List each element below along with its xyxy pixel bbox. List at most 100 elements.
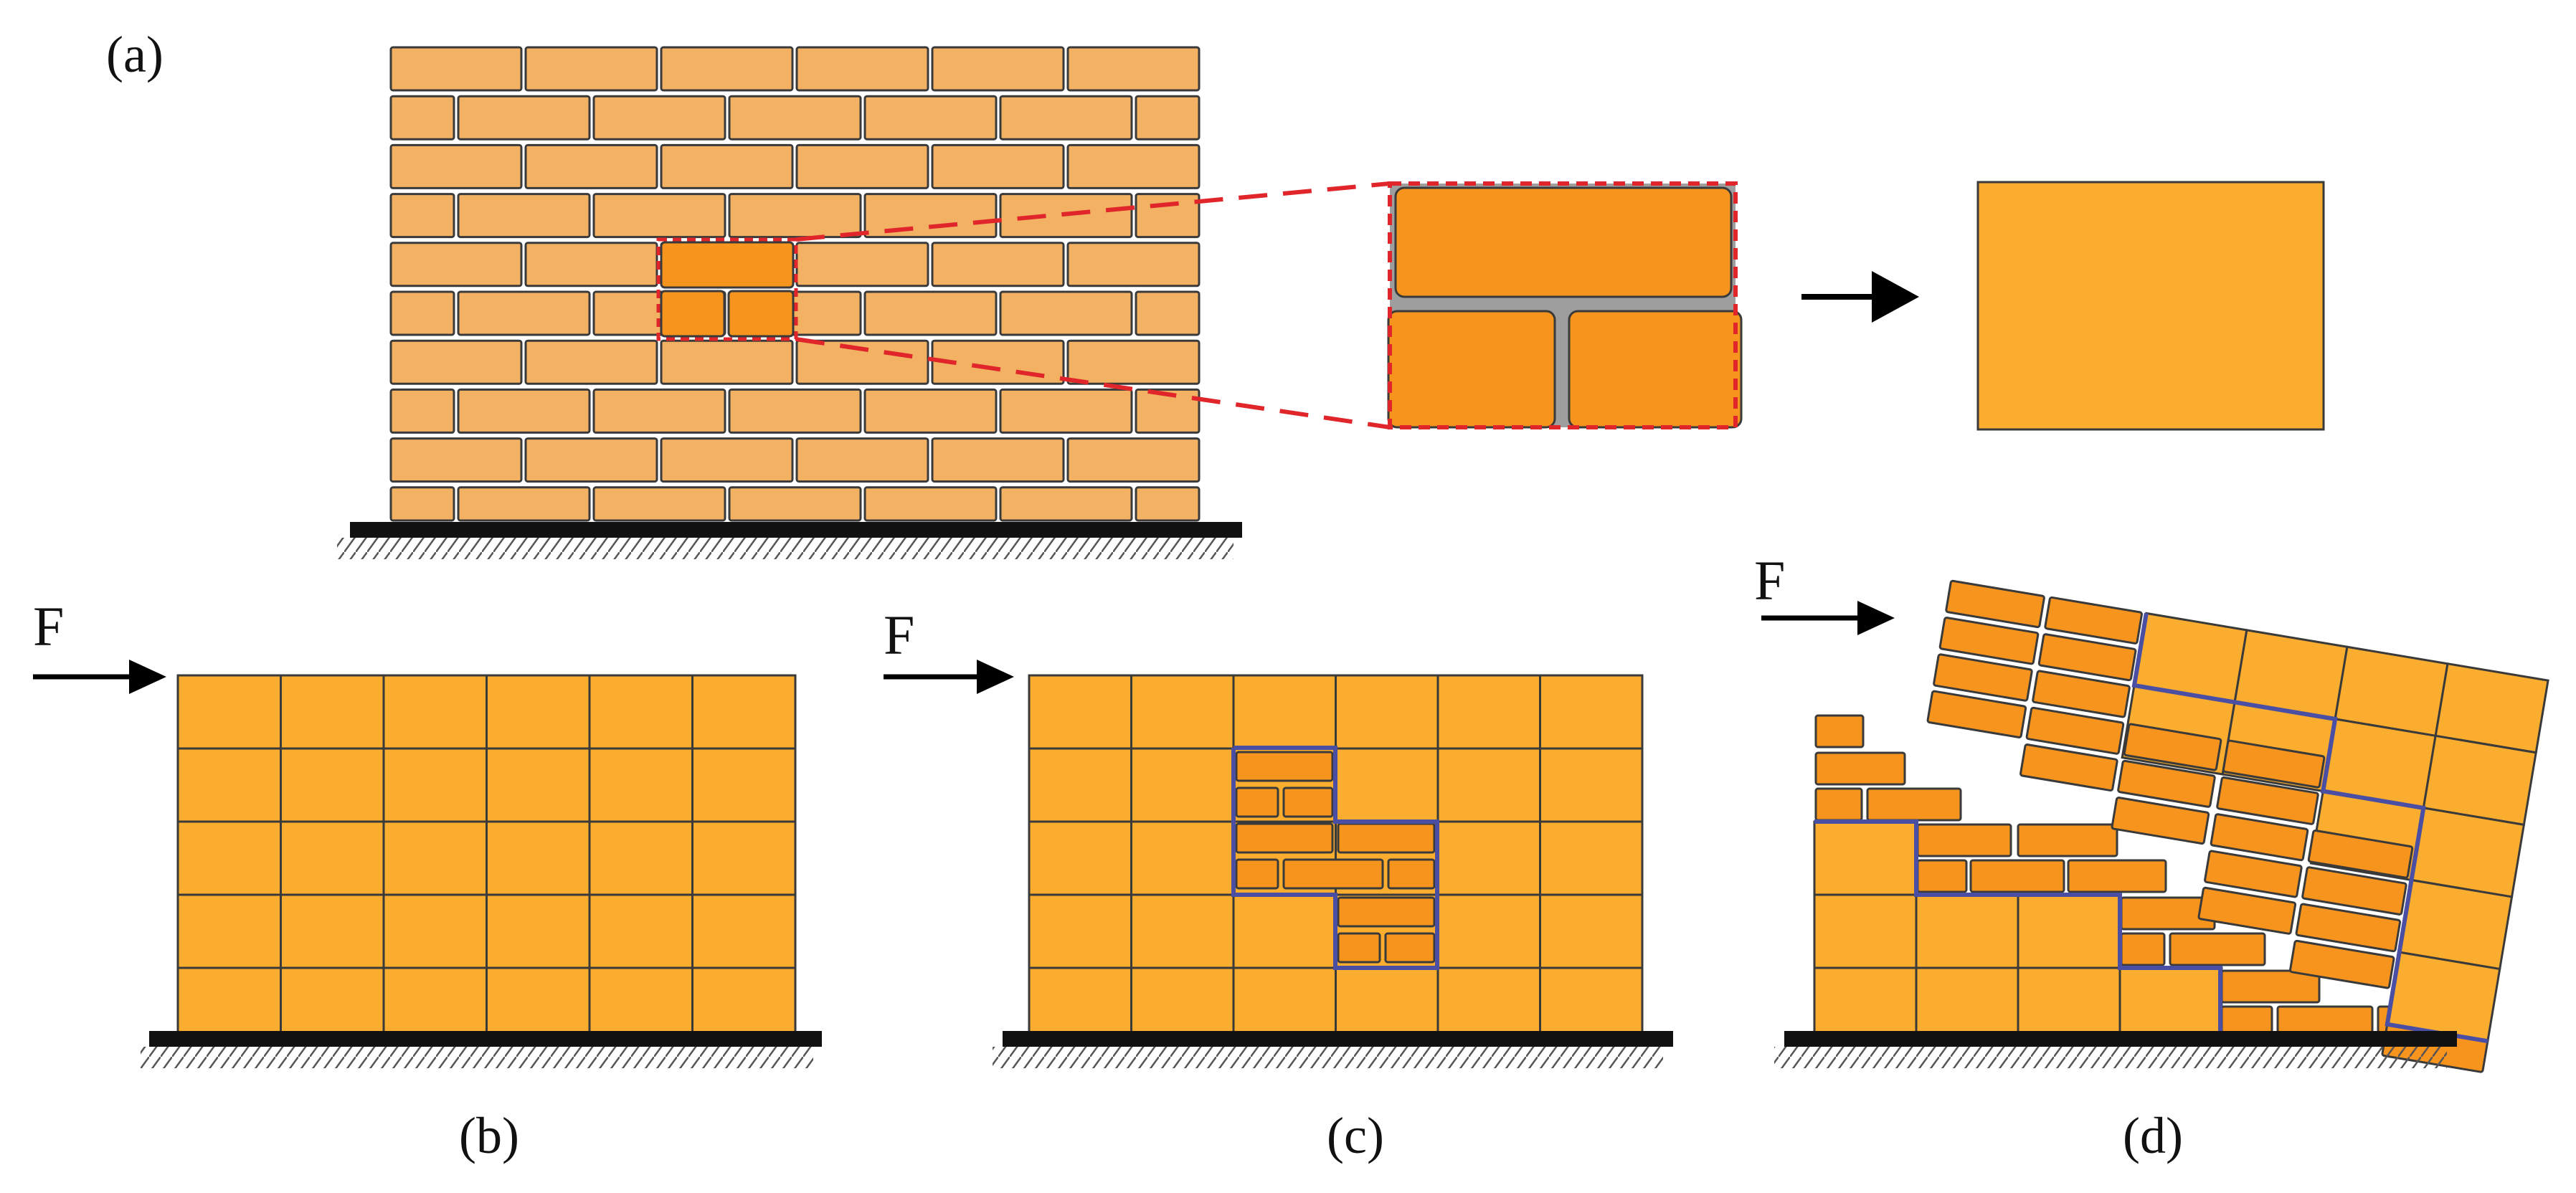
wall-brick (389, 242, 523, 287)
wall-brick (457, 290, 591, 336)
wall-brick (999, 486, 1133, 522)
grid-b-cell (588, 893, 693, 969)
rotated-brick (1926, 690, 2027, 738)
wall-brick (931, 46, 1065, 92)
wall-brick (1066, 339, 1201, 385)
ground-support-d (1774, 1031, 2457, 1068)
failure-path-d-upper (2131, 612, 2489, 1044)
force-arrow-d (1761, 601, 1895, 635)
wall-brick (592, 193, 726, 239)
grid-c-cell (1335, 674, 1439, 750)
wall-brick (1066, 437, 1201, 483)
wall-brick (795, 46, 929, 92)
panel-a: (a) (106, 26, 2325, 559)
grid-b-cell (486, 820, 591, 896)
ground-support-b (141, 1031, 822, 1068)
wall-brick (660, 46, 794, 92)
wall-brick (592, 486, 726, 522)
loose-brick (2017, 823, 2118, 857)
force-label-d: F (1754, 549, 1785, 612)
rotated-brick (2210, 813, 2309, 862)
grid-b-cell (382, 747, 488, 823)
wall-brick (863, 193, 998, 239)
grid-b-cell (176, 820, 282, 896)
lower-residual-block-d (1813, 714, 2425, 1042)
wall-brick (728, 193, 862, 239)
grid-c-cell (1436, 820, 1541, 896)
wall-brick (660, 143, 794, 189)
grid-b-cell (382, 966, 488, 1042)
highlighted-unit-cell (656, 237, 798, 341)
rotated-brick (2204, 850, 2303, 898)
grid-c-cell (1028, 747, 1132, 823)
rotated-brick (2216, 776, 2319, 825)
grid-c-cell (1539, 747, 1644, 823)
panel-a-label: (a) (106, 26, 164, 83)
panel-b: F (b) (33, 595, 822, 1164)
refined-brick (1235, 786, 1279, 818)
rotated-brick (2117, 759, 2216, 808)
lower-cell (1915, 893, 2019, 969)
rotated-brick (2301, 866, 2407, 916)
wall-brick (795, 143, 929, 189)
refined-brick (1235, 751, 1334, 782)
wall-brick (660, 437, 794, 483)
loose-brick (2220, 1005, 2273, 1034)
grid-c-cell (1436, 747, 1541, 823)
wall-brick (795, 242, 929, 287)
grid-c-cell (1539, 674, 1644, 750)
loose-brick (1916, 823, 2012, 857)
wall-brick (457, 486, 591, 522)
wall-brick (863, 388, 998, 434)
rotated-brick (1938, 617, 2040, 665)
rotated-brick (2025, 706, 2125, 755)
wall-brick (728, 95, 862, 141)
rotated-brick (2222, 739, 2326, 789)
wall-brick (389, 193, 455, 239)
grid-b-cell (382, 820, 488, 896)
grid-b-cell (588, 820, 693, 896)
grid-b-cell (486, 747, 591, 823)
rotated-brick (1945, 579, 2045, 629)
refined-brick (1282, 858, 1384, 890)
wall-brick (389, 339, 523, 385)
wall-brick (389, 143, 523, 189)
lower-cell (1813, 820, 1918, 896)
grid-b-cell (280, 674, 385, 750)
grid-c-cell (1539, 820, 1644, 896)
wall-brick (795, 437, 929, 483)
grid-c-cell (1335, 747, 1439, 823)
refined-brick (1282, 786, 1334, 818)
rotated-brick (2032, 670, 2131, 718)
wall-brick (863, 486, 998, 522)
wall-brick (389, 388, 455, 434)
grid-b-cell (280, 966, 385, 1042)
loose-brick (2120, 932, 2166, 966)
grid-b-cell (280, 747, 385, 823)
wall-brick (389, 437, 523, 483)
macro-element-grid-b (176, 674, 797, 1042)
loose-brick (1969, 859, 2065, 893)
rotated-brick (2295, 903, 2402, 953)
grid-b-cell (691, 820, 797, 896)
lower-cell (1915, 966, 2019, 1042)
wall-brick (931, 143, 1065, 189)
force-label-c: F (884, 604, 914, 666)
refined-brick (1235, 858, 1279, 890)
wall-brick (457, 95, 591, 141)
wall-brick (1066, 143, 1201, 189)
loose-brick (2067, 859, 2167, 893)
wall-brick (592, 95, 726, 141)
wall-brick (524, 437, 658, 483)
wall-brick (457, 193, 591, 239)
loose-brick (1814, 787, 1863, 822)
wall-brick (931, 437, 1065, 483)
rotated-brick (2019, 743, 2118, 792)
panel-d: F (d) (1754, 549, 2549, 1164)
grid-b-cell (176, 674, 282, 750)
loose-brick (2276, 1005, 2374, 1034)
wall-brick (1135, 95, 1201, 141)
lower-cell (1813, 966, 1918, 1042)
zoomed-unit-cell (1387, 181, 1743, 429)
loose-brick (2169, 932, 2266, 966)
